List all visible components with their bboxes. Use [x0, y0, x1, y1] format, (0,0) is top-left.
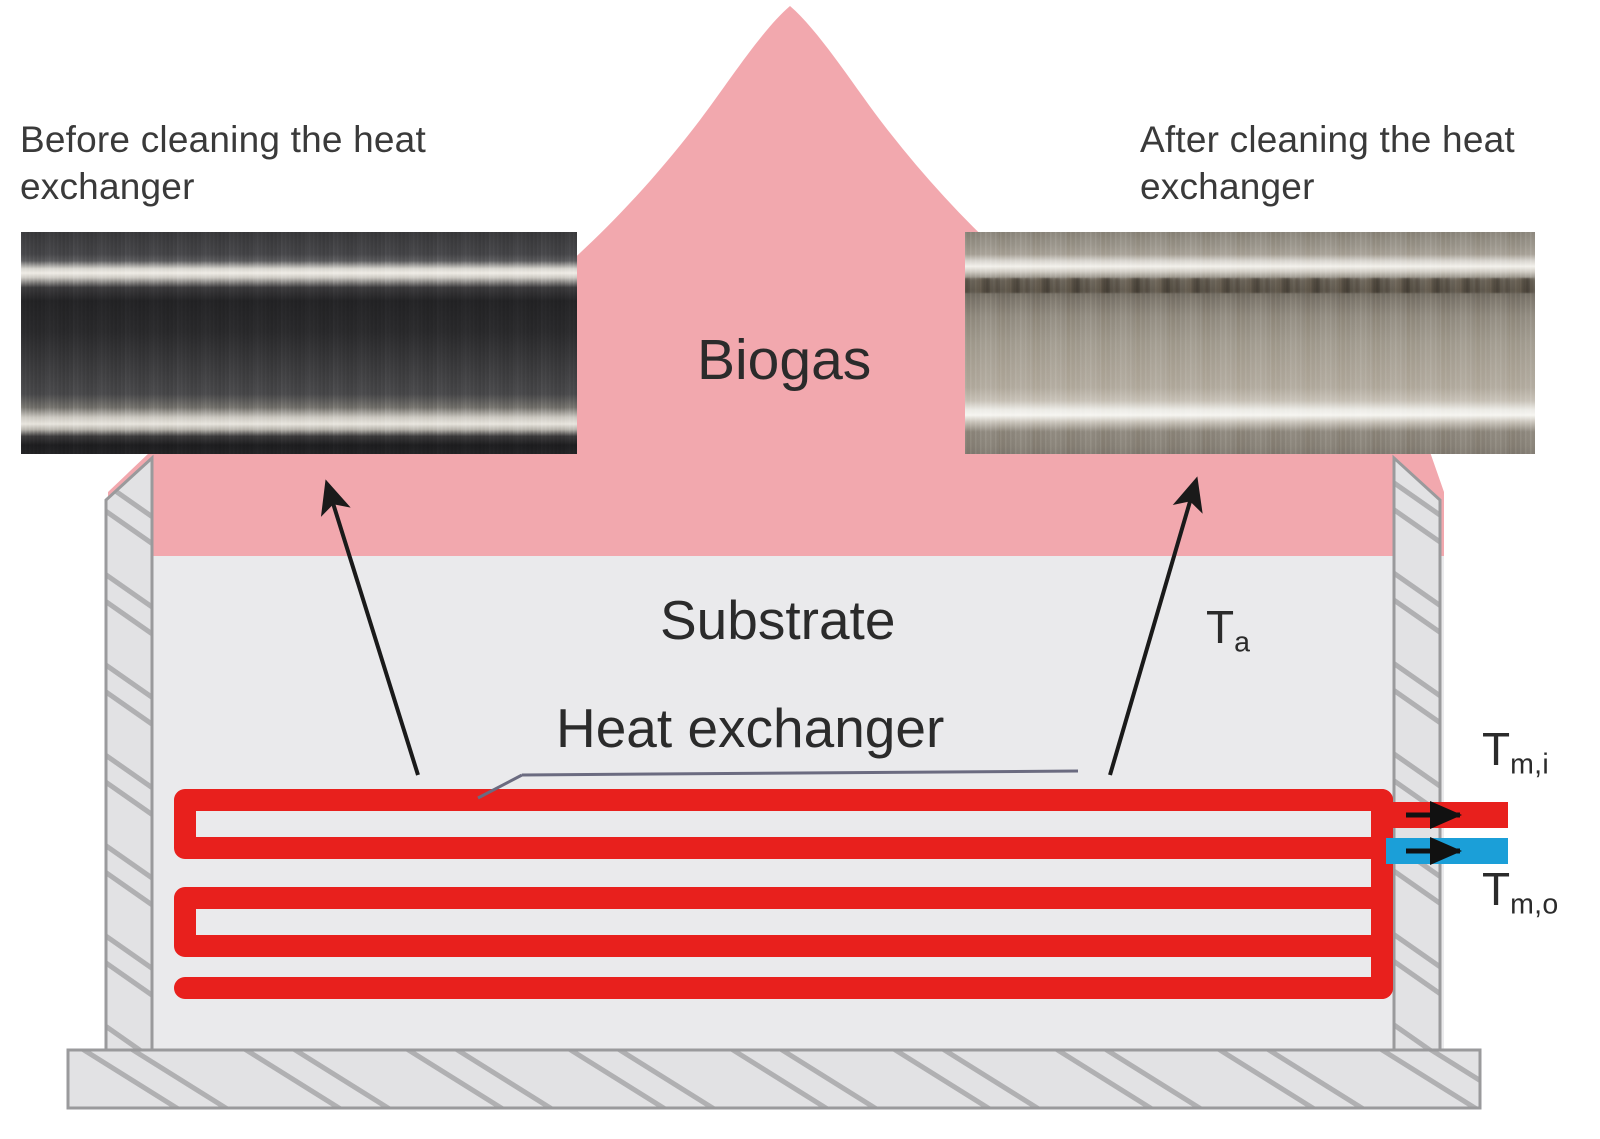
vessel-wall-left — [104, 454, 154, 1052]
photo-after-texture — [965, 232, 1535, 454]
photo-before-texture — [21, 232, 577, 454]
heat-exchanger-leader — [477, 769, 1079, 800]
label-medium-inlet-temperature: Tm,i — [1482, 722, 1549, 782]
arrow-to-after-photo — [1108, 476, 1203, 776]
photo-after-cleaning — [965, 232, 1535, 454]
outlet-pipe — [1386, 837, 1508, 865]
symbol-T-a: T — [1206, 601, 1235, 653]
subscript-a: a — [1234, 626, 1251, 659]
label-heat-exchanger: Heat exchanger — [556, 697, 945, 759]
photo-after-residue-band — [965, 277, 1535, 294]
heat-exchanger-coil — [174, 789, 1393, 999]
symbol-T-mi: T — [1482, 723, 1511, 775]
vessel-base — [66, 1048, 1482, 1110]
label-biogas: Biogas — [697, 328, 872, 392]
label-substrate: Substrate — [660, 589, 896, 651]
photo-before-cleaning — [21, 232, 577, 454]
symbol-T-mo: T — [1482, 863, 1511, 915]
label-ambient-temperature: Ta — [1206, 600, 1250, 660]
inlet-pipe — [1386, 801, 1508, 829]
caption-before-cleaning: Before cleaning the heat exchanger — [20, 119, 426, 208]
subscript-mo: m,o — [1510, 888, 1559, 921]
caption-after-cleaning: After cleaning the heat exchanger — [1140, 119, 1515, 208]
label-medium-outlet-temperature: Tm,o — [1482, 862, 1559, 922]
subscript-mi: m,i — [1510, 748, 1550, 781]
vessel-wall-right — [1392, 454, 1442, 1052]
arrow-to-before-photo — [320, 479, 420, 776]
